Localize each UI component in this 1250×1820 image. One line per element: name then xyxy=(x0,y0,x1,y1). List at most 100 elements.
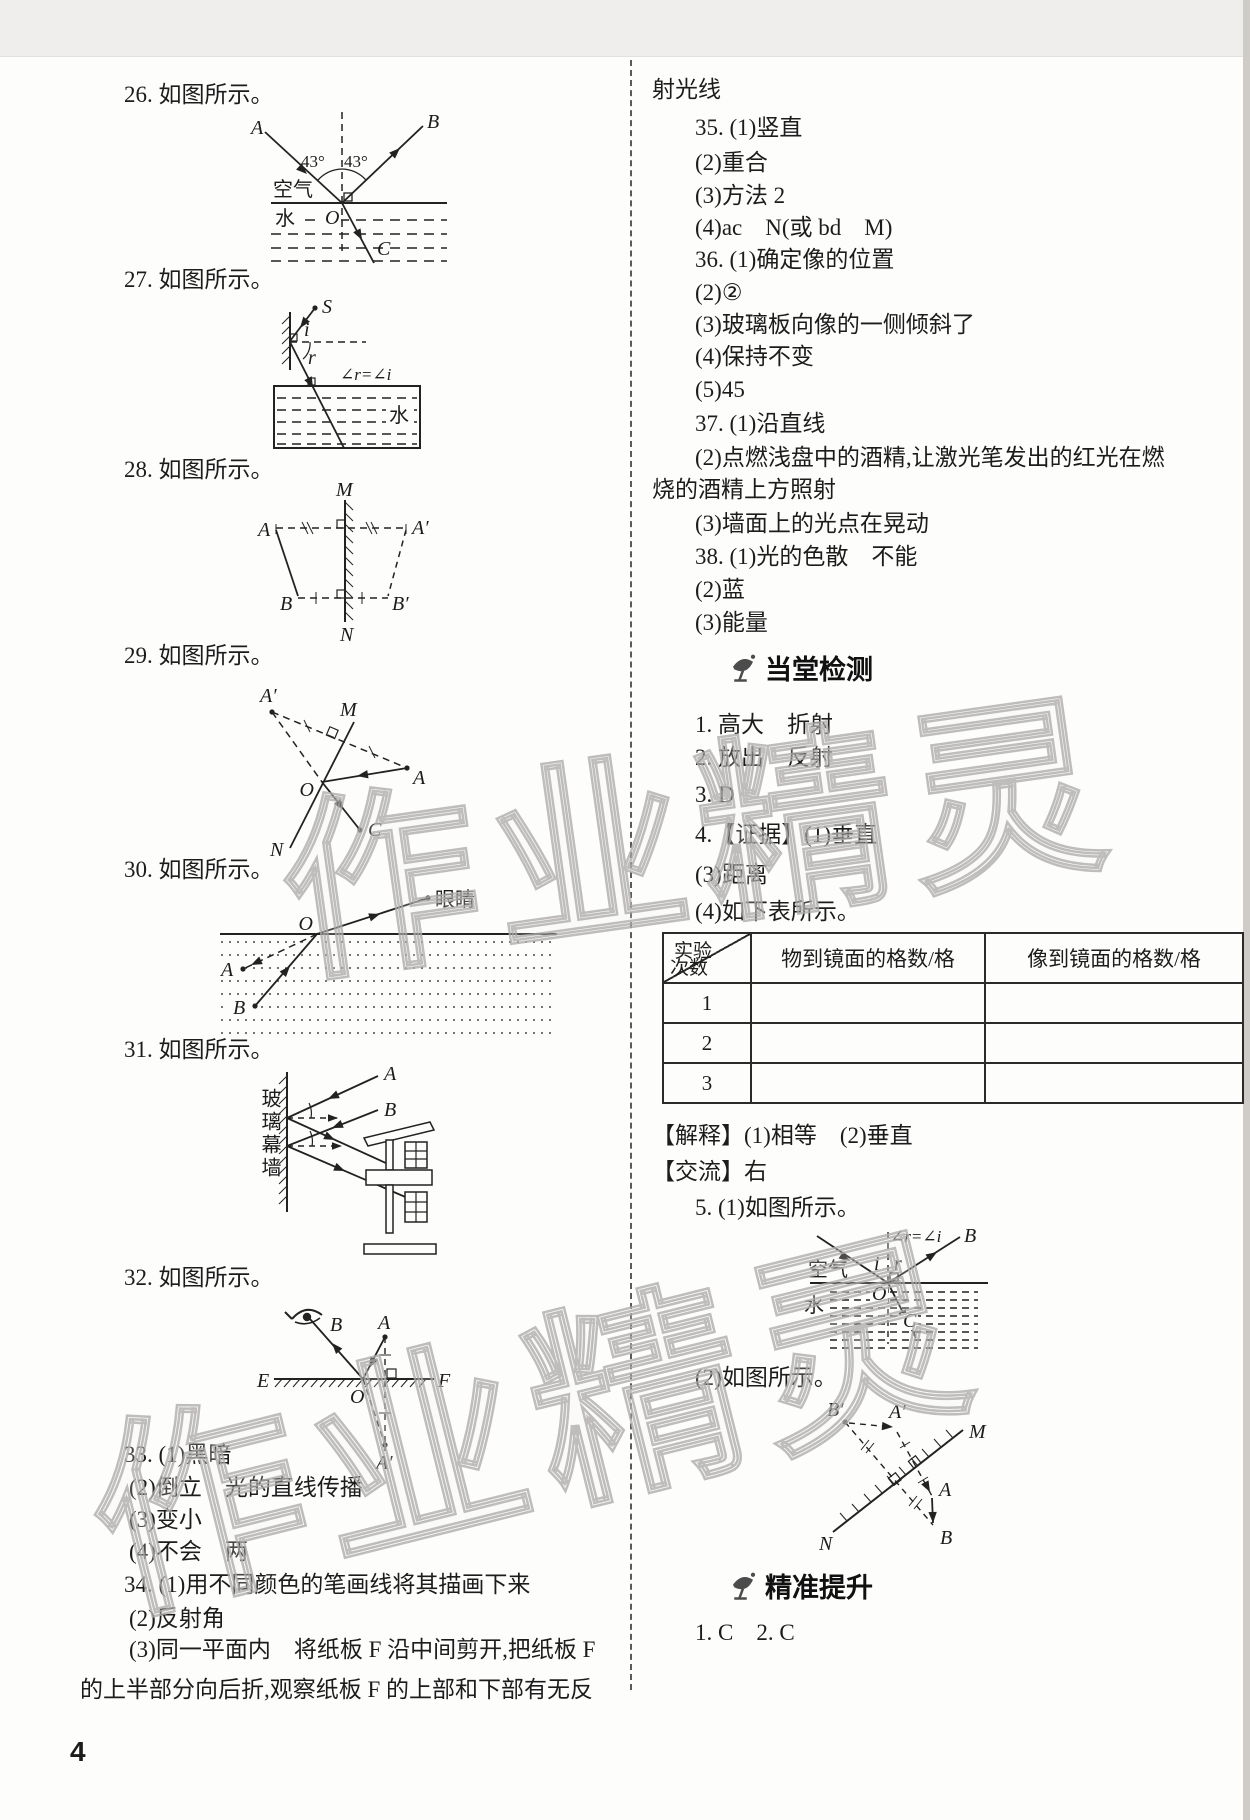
answer-37-2: (2)点燃浅盘中的酒精,让激光笔发出的红光在燃 xyxy=(695,445,1165,470)
figure-29-C: C xyxy=(368,819,382,841)
answer-34-3: (3)同一平面内 将纸板 F 沿中间剪开,把纸板 F xyxy=(129,1637,596,1662)
figure-51-equation: ∠r=∠i xyxy=(890,1227,942,1246)
figure-28-A: A xyxy=(256,519,271,541)
figure-52-B: B xyxy=(940,1527,952,1549)
check-answer-1: 1. 高大 折射 xyxy=(695,712,833,737)
figure-26-water-label: 水 xyxy=(275,207,295,230)
satellite-dish-icon xyxy=(733,1572,756,1600)
figure-30-B: B xyxy=(233,997,245,1019)
table-col-object: 物到镜面的格数/格 xyxy=(750,932,986,984)
figure-32-A: A xyxy=(376,1312,391,1334)
figure-26-angle-left: 43° xyxy=(301,152,325,171)
check-answer-4-4: (4)如下表所示。 xyxy=(695,899,860,924)
answer-38-3: (3)能量 xyxy=(695,610,768,635)
figure-32-O: O xyxy=(350,1386,364,1408)
page-number: 4 xyxy=(70,1736,86,1767)
check-explain: 【解释】(1)相等 (2)垂直 xyxy=(652,1123,913,1148)
figure-32: B A E F O A′ xyxy=(252,1293,452,1478)
check-answer-5-2: (2)如图所示。 xyxy=(695,1365,837,1390)
figure-31-A: A xyxy=(382,1063,397,1085)
table-col-image: 像到镜面的格数/格 xyxy=(984,932,1244,984)
figure-28-Bp: B′ xyxy=(392,593,409,615)
question-32-line: 32. 如图所示。 xyxy=(124,1265,274,1290)
figure-32-F: F xyxy=(437,1370,451,1392)
figure-29-N: N xyxy=(269,839,285,861)
answer-37-3: (3)墙面上的光点在晃动 xyxy=(695,511,929,536)
figure-32-B: B xyxy=(330,1314,342,1336)
answer-33-1: 33. (1)黑暗 xyxy=(124,1442,232,1467)
figure-51-B: B xyxy=(964,1225,976,1247)
table-row: 1 xyxy=(662,982,1244,1024)
carryover-line: 射光线 xyxy=(652,77,721,102)
figure-29-O: O xyxy=(300,779,314,801)
figure-31-wall-label: 玻璃幕墙 xyxy=(258,1088,280,1180)
figure-51-i: i xyxy=(874,1253,880,1275)
figure-5-2: B′ A′ M N A B xyxy=(793,1392,1033,1572)
answer-36-2: (2)② xyxy=(695,280,743,305)
check-discuss: 【交流】右 xyxy=(652,1159,767,1184)
figure-30-A: A xyxy=(219,959,234,981)
answer-36-3: (3)玻璃板向像的一侧倾斜了 xyxy=(695,312,975,337)
figure-28-Ap: A′ xyxy=(410,517,429,539)
figure-31-B: B xyxy=(384,1099,396,1121)
answer-38-1: 38. (1)光的色散 不能 xyxy=(695,544,918,569)
figure-28: M N A A′ B B′ xyxy=(250,479,460,646)
figure-26-angle-right: 43° xyxy=(344,152,368,171)
answer-36-4: (4)保持不变 xyxy=(695,344,814,369)
answer-37-1: 37. (1)沿直线 xyxy=(695,411,826,436)
answer-35-1: 35. (1)竖直 xyxy=(695,115,803,140)
answer-33-4: (4)不会 两 xyxy=(129,1539,248,1564)
table-corner-cell: 实验 次数 xyxy=(662,932,752,984)
figure-52-A: A xyxy=(937,1479,952,1501)
answer-33-3: (3)变小 xyxy=(129,1507,202,1532)
check-answer-4: 4.【证据】(1)垂直 xyxy=(695,822,878,847)
figure-29-Ap: A′ xyxy=(258,685,277,707)
boost-answer-1: 1. C 2. C xyxy=(695,1620,795,1645)
table-row: 2 xyxy=(662,1022,1244,1064)
figure-28-M: M xyxy=(335,479,354,501)
satellite-dish-icon xyxy=(733,654,756,682)
figure-26-O: O xyxy=(325,207,339,229)
answer-37-2-cont: 烧的酒精上方照射 xyxy=(652,477,836,502)
answer-38-2: (2)蓝 xyxy=(695,577,745,602)
question-31-line: 31. 如图所示。 xyxy=(124,1037,274,1062)
figure-26-C: C xyxy=(377,238,391,260)
figure-52-Ap: A′ xyxy=(887,1401,906,1423)
figure-30-eye-label: 眼睛 xyxy=(435,888,475,911)
figure-29-M: M xyxy=(339,699,358,721)
answer-36-5: (5)45 xyxy=(695,377,745,402)
question-28-line: 28. 如图所示。 xyxy=(124,457,274,482)
answer-33-2: (2)倒立 光的直线传播 xyxy=(129,1475,363,1500)
answer-34-2: (2)反射角 xyxy=(129,1606,225,1631)
figure-29: A′ M O A C N xyxy=(212,660,442,861)
scan-top-strip xyxy=(0,0,1250,57)
answer-35-4: (4)ac N(或 bd M) xyxy=(695,215,893,240)
figure-51-O: O xyxy=(872,1283,886,1305)
figure-27-S: S xyxy=(322,296,332,318)
answer-35-2: (2)重合 xyxy=(695,150,768,175)
figure-27-r: r xyxy=(308,347,316,369)
check-answer-4-3: (3)距离 xyxy=(695,862,768,887)
figure-30-O: O xyxy=(299,913,313,935)
section-header-class-check: 当堂检测 xyxy=(728,648,873,687)
figure-27: S i r ∠r=∠i 水 xyxy=(248,296,458,458)
figure-29-A: A xyxy=(411,767,426,789)
answer-36-1: 36. (1)确定像的位置 xyxy=(695,247,895,272)
question-26-line: 26. 如图所示。 xyxy=(124,82,274,107)
question-27-line: 27. 如图所示。 xyxy=(124,267,274,292)
figure-26-air-label: 空气 xyxy=(273,178,313,201)
answer-34-1: 34. (1)用不同颜色的笔画线将其描画下来 xyxy=(124,1572,531,1597)
figure-32-E: E xyxy=(256,1370,269,1392)
column-divider xyxy=(630,60,632,1690)
figure-30: 眼睛 O A B xyxy=(185,876,565,1048)
eye-icon xyxy=(284,1308,323,1325)
figure-27-equation: ∠r=∠i xyxy=(340,365,392,384)
figure-28-B: B xyxy=(280,593,292,615)
figure-51-air: 空气 xyxy=(808,1258,848,1281)
experiment-table: 实验 次数 物到镜面的格数/格 像到镜面的格数/格 1 2 3 xyxy=(662,932,1244,1104)
check-answer-5-1: 5. (1)如图所示。 xyxy=(695,1195,860,1220)
figure-27-water-label: 水 xyxy=(389,404,409,427)
answer-34-3-cont: 的上半部分向后折,观察纸板 F 的上部和下部有无反 xyxy=(80,1677,594,1702)
check-answer-2: 2. 放出 反射 xyxy=(695,745,833,770)
